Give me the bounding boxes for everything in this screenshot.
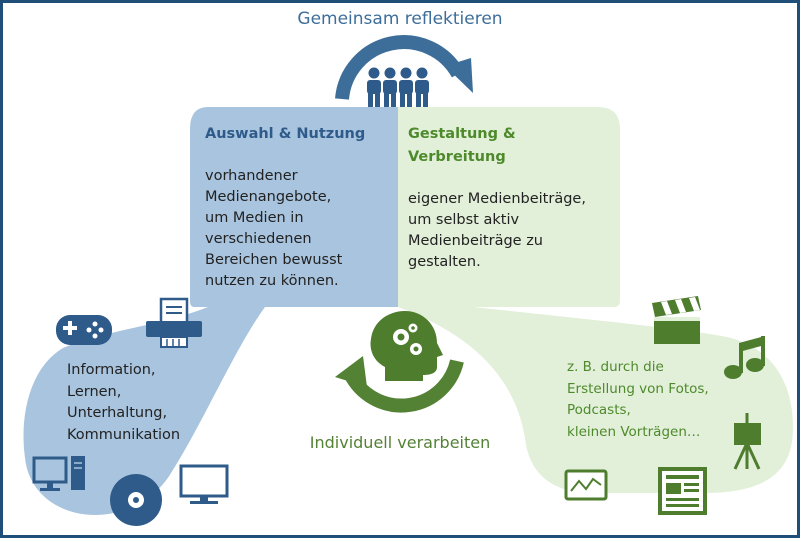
- right-body-line: eigener Medienbeiträge,: [408, 191, 586, 207]
- head-gears-icon: [370, 311, 443, 381]
- right-body-line: gestalten.: [408, 254, 481, 270]
- monitor-icon: [179, 464, 229, 504]
- left-panel-body: vorhandener Medienangebote, um Medien in…: [205, 166, 395, 292]
- right-heading-line: Verbreitung: [408, 149, 506, 165]
- right-bubble-line: kleinen Vorträgen…: [567, 423, 701, 440]
- left-body-line: Medienangebote,: [205, 189, 332, 205]
- right-panel-heading: Gestaltung & Verbreitung: [408, 123, 598, 169]
- right-heading-line: Gestaltung &: [408, 126, 516, 142]
- newspaper-icon: [658, 467, 707, 515]
- easel-icon: [733, 413, 761, 470]
- process-arrow: [345, 359, 464, 413]
- diagram-canvas: [23, 35, 793, 526]
- top-label: Gemeinsam reflektieren: [297, 9, 503, 29]
- reflect-arrow: [335, 35, 465, 100]
- green-speech-panel: [398, 107, 793, 493]
- tablet-chart-icon: [564, 469, 608, 501]
- right-bubble-line: z. B. durch die: [567, 359, 664, 375]
- left-bubble-list: Information, Lernen, Unterhaltung, Kommu…: [67, 360, 237, 446]
- right-body-line: Medienbeiträge zu: [408, 233, 543, 249]
- list-item: Information,: [67, 362, 156, 378]
- printer-icon: [146, 297, 202, 348]
- gamepad-icon: [56, 315, 112, 345]
- bottom-label: Individuell verarbeiten: [309, 433, 491, 452]
- left-body-line: um Medien in: [205, 210, 304, 226]
- clapperboard-icon: [652, 296, 701, 344]
- list-item: Unterhaltung,: [67, 405, 168, 421]
- music-note-icon: [724, 336, 765, 379]
- list-item: Kommunikation: [67, 426, 181, 443]
- right-bubble-text: z. B. durch die Erstellung von Fotos, Po…: [567, 357, 737, 443]
- left-body-line: Bereichen bewusst: [205, 252, 343, 268]
- desktop-computer-icon: [32, 456, 85, 491]
- list-item: Lernen,: [67, 383, 122, 400]
- right-bubble-line: Erstellung von Fotos,: [567, 380, 709, 397]
- reflect-arrowhead: [445, 58, 473, 93]
- left-body-line: nutzen zu können.: [205, 273, 339, 289]
- right-bubble-line: Podcasts,: [567, 402, 631, 418]
- right-body-line: um selbst aktiv: [408, 212, 520, 228]
- left-body-line: verschiedenen: [205, 231, 312, 247]
- process-arrowhead: [335, 356, 367, 387]
- cd-disc-icon: [110, 474, 162, 526]
- people-group-icon: [367, 67, 429, 107]
- left-panel-heading: Auswahl & Nutzung: [205, 126, 366, 142]
- blue-speech-panel: [23, 107, 399, 515]
- right-panel-body: eigener Medienbeiträge, um selbst aktiv …: [408, 189, 618, 273]
- left-body-line: vorhandener: [205, 168, 298, 184]
